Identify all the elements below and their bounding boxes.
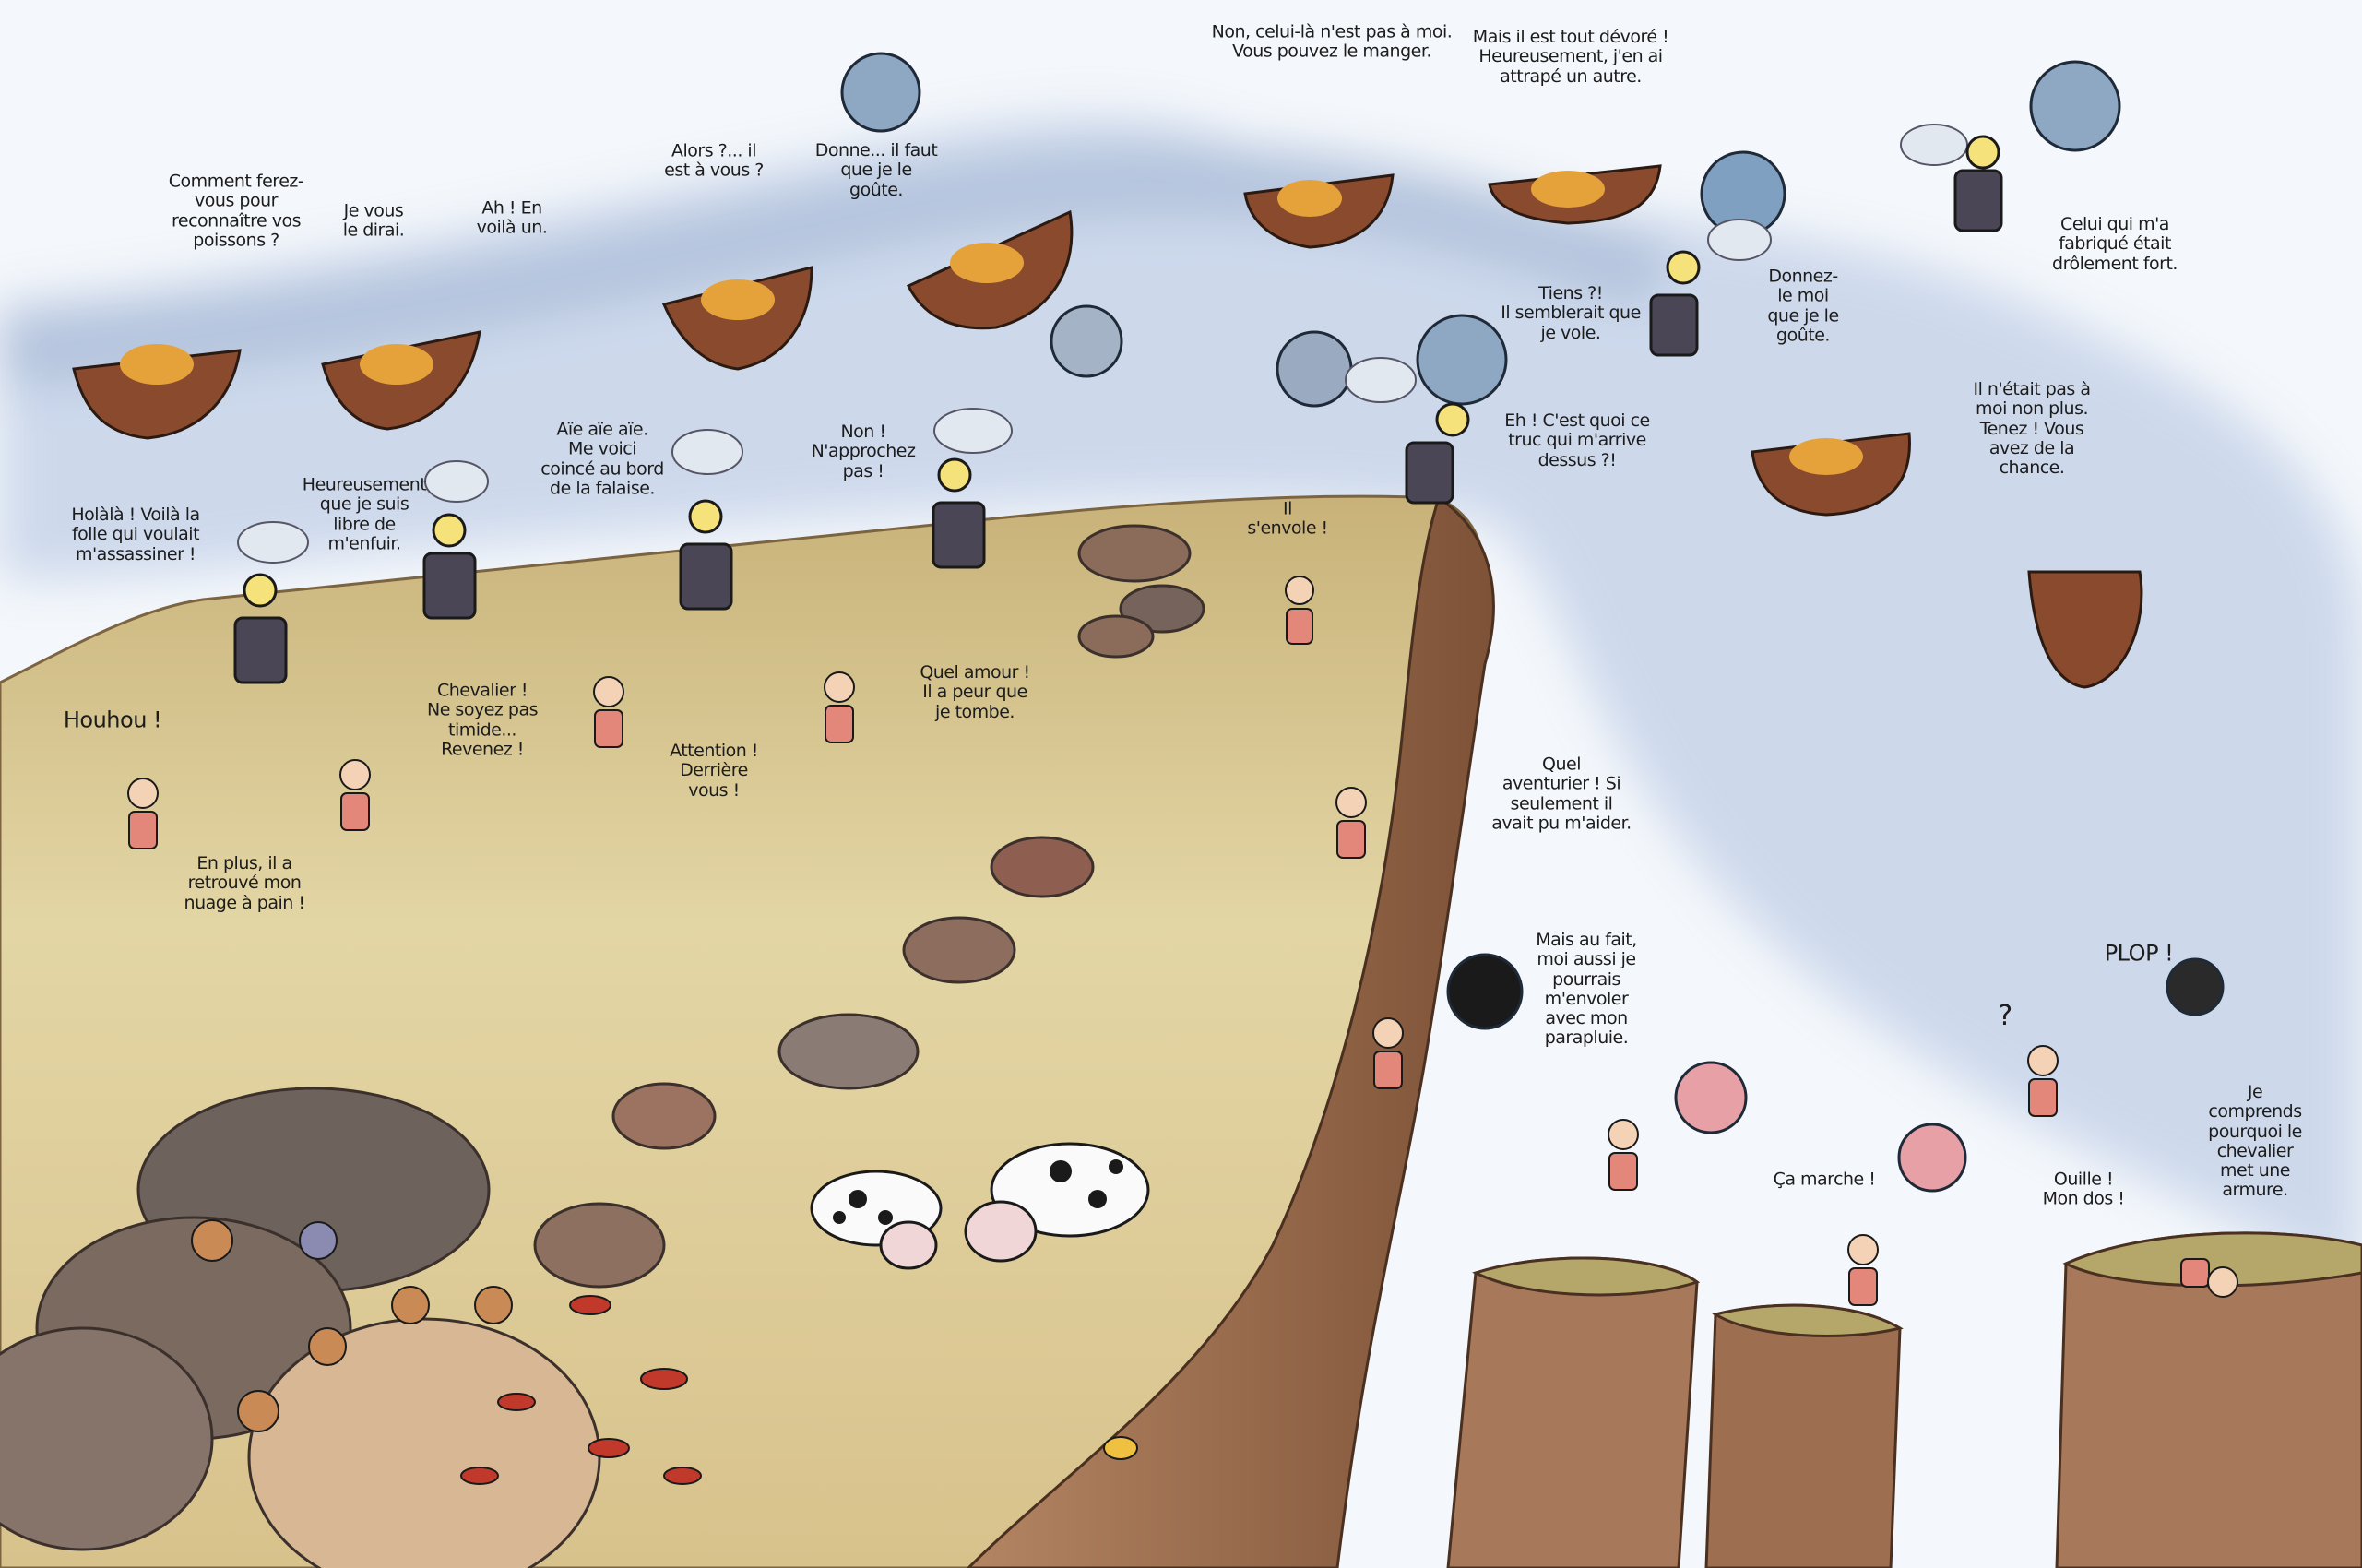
robot-knights <box>233 135 2003 684</box>
speech-bubble: Aïe aïe aïe. Me voici coincé au bord de … <box>540 419 664 499</box>
speech-bubble: Heureusement que je suis libre de m'enfu… <box>302 474 427 554</box>
speech-bubble: Je vous le dirai. <box>342 200 405 241</box>
umbrella-icon <box>1897 1123 1967 1193</box>
speech-bubble: Comment ferez- vous pour reconnaître vos… <box>168 171 304 251</box>
speech-bubble: Donnez- le moi que je le goûte. <box>1767 266 1839 346</box>
speech-bubble: Mais au fait, moi aussi je pourrais m'en… <box>1536 930 1637 1049</box>
speech-bubble: Il n'était pas à moi non plus. Tenez ! V… <box>1973 378 2091 478</box>
question-mark: ? <box>1998 1000 2012 1033</box>
speech-bubble: Ça marche ! <box>1773 1169 1876 1190</box>
speech-bubble: Quel aventurier ! Si seulement il avait … <box>1491 754 1632 834</box>
boat-1 <box>72 349 242 440</box>
umbrella-icon <box>1446 953 1524 1030</box>
umbrella-icon <box>1416 314 1508 406</box>
umbrella-icon <box>2166 957 2225 1016</box>
umbrella-icon <box>1674 1061 1748 1134</box>
umbrella-icon <box>1050 304 1123 378</box>
speech-bubble: Tiens ?! Il semblerait que je vole. <box>1501 283 1641 343</box>
speech-bubble: En plus, il a retrouvé mon nuage à pain … <box>184 853 305 913</box>
speech-bubble: Eh ! C'est quoi ce truc qui m'arrive des… <box>1504 410 1650 470</box>
speech-bubble: Il s'envole ! <box>1247 498 1328 539</box>
rock-pillars <box>1446 1231 2362 1568</box>
boats <box>72 164 2143 689</box>
speech-bubble: Ah ! En voilà un. <box>476 197 548 238</box>
speech-bubble: Attention ! Derrière vous ! <box>670 741 758 801</box>
bread-clouds <box>237 124 1968 564</box>
river <box>0 117 2362 1292</box>
speech-bubble: Ouille ! Mon dos ! <box>2042 1169 2125 1209</box>
girl-figures <box>127 576 2238 1306</box>
speech-bubble: Je comprends pourquoi le chevalier met u… <box>2208 1082 2302 1201</box>
umbrellas <box>840 52 2225 1193</box>
speech-bubble: Non ! N'approchez pas ! <box>811 422 916 481</box>
speech-bubble: Holàlà ! Voilà la folle qui voulait m'as… <box>71 505 200 564</box>
birds <box>460 1295 1138 1485</box>
speech-bubble: Houhou ! <box>63 707 162 733</box>
speech-bubble: Celui qui m'a fabriqué était drôlement f… <box>2052 214 2178 274</box>
speech-bubble: Quel amour ! Il a peur que je tombe. <box>920 662 1030 722</box>
boat-8 <box>2027 570 2143 689</box>
speech-bubble: Donne... il faut que je le goûte. <box>814 140 938 200</box>
umbrella-icon <box>2029 60 2121 152</box>
umbrella-icon <box>1276 330 1353 408</box>
umbrella-icon <box>840 52 921 133</box>
speech-bubble: Non, celui-là n'est pas à moi. Vous pouv… <box>1211 21 1453 62</box>
sound-effect: PLOP ! <box>2104 940 2174 967</box>
speech-bubble: Alors ?... il est à vous ? <box>664 140 764 181</box>
animals <box>191 1219 513 1432</box>
cliff-face <box>966 495 1495 1568</box>
speech-bubble: Mais il est tout dévoré ! Heureusement, … <box>1472 27 1669 87</box>
speech-bubble: Chevalier ! Ne soyez pas timide... Reven… <box>426 680 539 760</box>
cows <box>810 1142 1150 1270</box>
